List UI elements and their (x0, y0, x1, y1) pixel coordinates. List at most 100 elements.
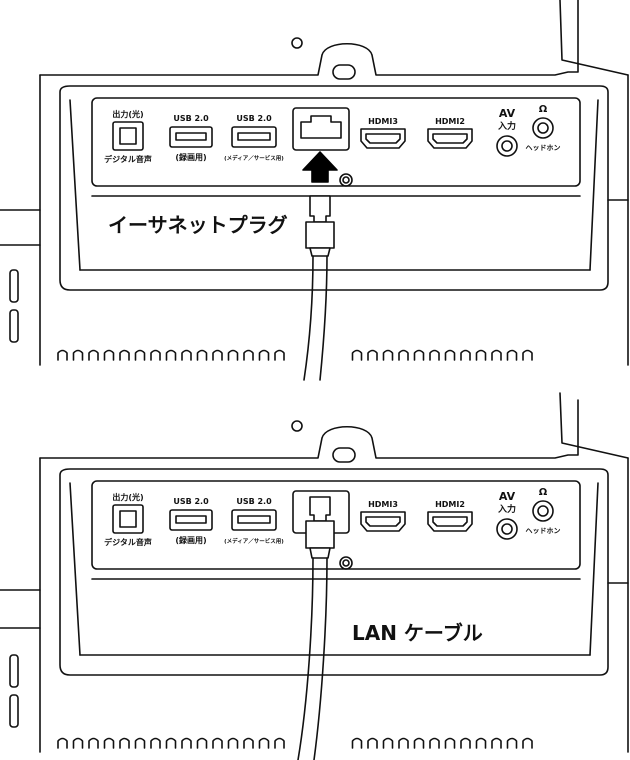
lan-cable (297, 557, 328, 760)
hdmi2-port (427, 511, 473, 532)
usb2-sublabel: (メディア／サービス用) (224, 154, 284, 162)
vent-slot (522, 349, 533, 361)
recess-outline (59, 468, 609, 676)
vent-slot (72, 349, 84, 361)
vent-slot (196, 737, 208, 749)
hdmi3-label: HDMI3 (368, 500, 398, 509)
hdmi3-label: HDMI3 (368, 117, 398, 126)
av-jack (496, 518, 518, 540)
vent-slot (134, 349, 146, 361)
optical-label-bottom: デジタル音声 (104, 537, 152, 547)
callout-ethernet-plug: イーサネットプラグ (108, 213, 288, 237)
lan-port (292, 107, 350, 151)
vent-slot (522, 737, 533, 749)
vent-slot (351, 349, 363, 361)
headphone-jack (532, 117, 554, 139)
headphone-jack (532, 500, 554, 522)
usb1-label: USB 2.0 (173, 114, 209, 123)
vent-slot (382, 349, 394, 361)
vent-slot (506, 349, 518, 361)
vent-slot (274, 737, 285, 749)
vent-slot (212, 737, 223, 749)
usb1-label: USB 2.0 (173, 497, 209, 506)
edge-slot (9, 654, 19, 688)
vent-slot (444, 349, 456, 361)
recess-lip-side-left (69, 99, 81, 271)
vent-slot (103, 349, 115, 361)
vent-slot (119, 737, 130, 749)
mount-hole (291, 420, 303, 432)
vent-slot (88, 737, 99, 749)
vent-slot (475, 737, 487, 749)
edge-slot (9, 309, 19, 343)
vent-slot (460, 737, 471, 749)
ethernet-plug (305, 195, 335, 257)
ethernet-cable-top (303, 255, 328, 381)
hdmi2-port-inner (432, 133, 468, 144)
usb-port-media-tongue (237, 515, 271, 524)
av-jack (496, 135, 518, 157)
usb-port-recording-tongue (175, 515, 207, 524)
hdmi2-port-inner (432, 516, 468, 527)
headphone-icon: Ω (539, 487, 548, 498)
optical-label-top: 出力(光) (112, 492, 143, 502)
optical-port (112, 121, 144, 151)
vent-row (57, 737, 533, 749)
vent-slot (181, 737, 192, 749)
vent-slot (367, 349, 378, 361)
vent-slot (57, 737, 68, 749)
hdmi3-port (360, 511, 406, 532)
headphone-jack-inner (537, 122, 549, 134)
vent-slot (506, 737, 518, 749)
vent-slot (429, 737, 440, 749)
vent-slot (258, 349, 270, 361)
vent-slot (398, 349, 409, 361)
av-jack-inner (501, 523, 513, 535)
vent-slot (196, 349, 208, 361)
lan-led-hole (339, 173, 353, 187)
av-label-top: AV (499, 490, 516, 503)
vent-slot (150, 349, 161, 361)
vent-slot (227, 349, 239, 361)
optical-port-inner (119, 127, 137, 145)
vent-slot (429, 349, 440, 361)
headphone-label: ヘッドホン (526, 144, 561, 152)
optical-port-inner (119, 510, 137, 528)
vent-slot (165, 737, 177, 749)
hdmi2-port (427, 128, 473, 149)
insert-arrow-icon (302, 151, 338, 183)
port-strip (91, 480, 581, 570)
headphone-icon: Ω (539, 104, 548, 115)
lan-port-socket (300, 115, 342, 139)
plug-boot (309, 547, 331, 559)
vent-slot (367, 737, 378, 749)
recess-lip-side-right (589, 482, 599, 656)
usb-port-media (231, 126, 277, 148)
panel-top: 出力(光) デジタル音声 USB 2.0 (録画用) USB 2.0 (メディア… (0, 0, 629, 381)
vent-slot (243, 737, 254, 749)
vent-slot (491, 349, 502, 361)
callout-lan-cable: LAN ケーブル (352, 621, 483, 645)
av-jack-inner (501, 140, 513, 152)
plug-head (309, 496, 331, 522)
edge-slot (9, 694, 19, 728)
vent-slot (475, 349, 487, 361)
mount-hole (291, 37, 303, 49)
vent-slot (72, 737, 84, 749)
vent-slot (165, 349, 177, 361)
plug-body (305, 520, 335, 549)
vent-slot (212, 349, 223, 361)
usb-port-recording (169, 126, 213, 148)
recess-lip-side-left (69, 482, 81, 656)
lan-led-hole-inner (342, 559, 350, 567)
vent-slot (398, 737, 409, 749)
vent-row (57, 349, 533, 361)
optical-label-bottom: デジタル音声 (104, 154, 152, 164)
usb2-label: USB 2.0 (236, 114, 272, 123)
usb1-sublabel: (録画用) (175, 535, 206, 545)
vent-slot (134, 737, 146, 749)
usb2-sublabel: (メディア／サービス用) (224, 537, 284, 545)
vent-slot (491, 737, 502, 749)
vent-slot (88, 349, 99, 361)
